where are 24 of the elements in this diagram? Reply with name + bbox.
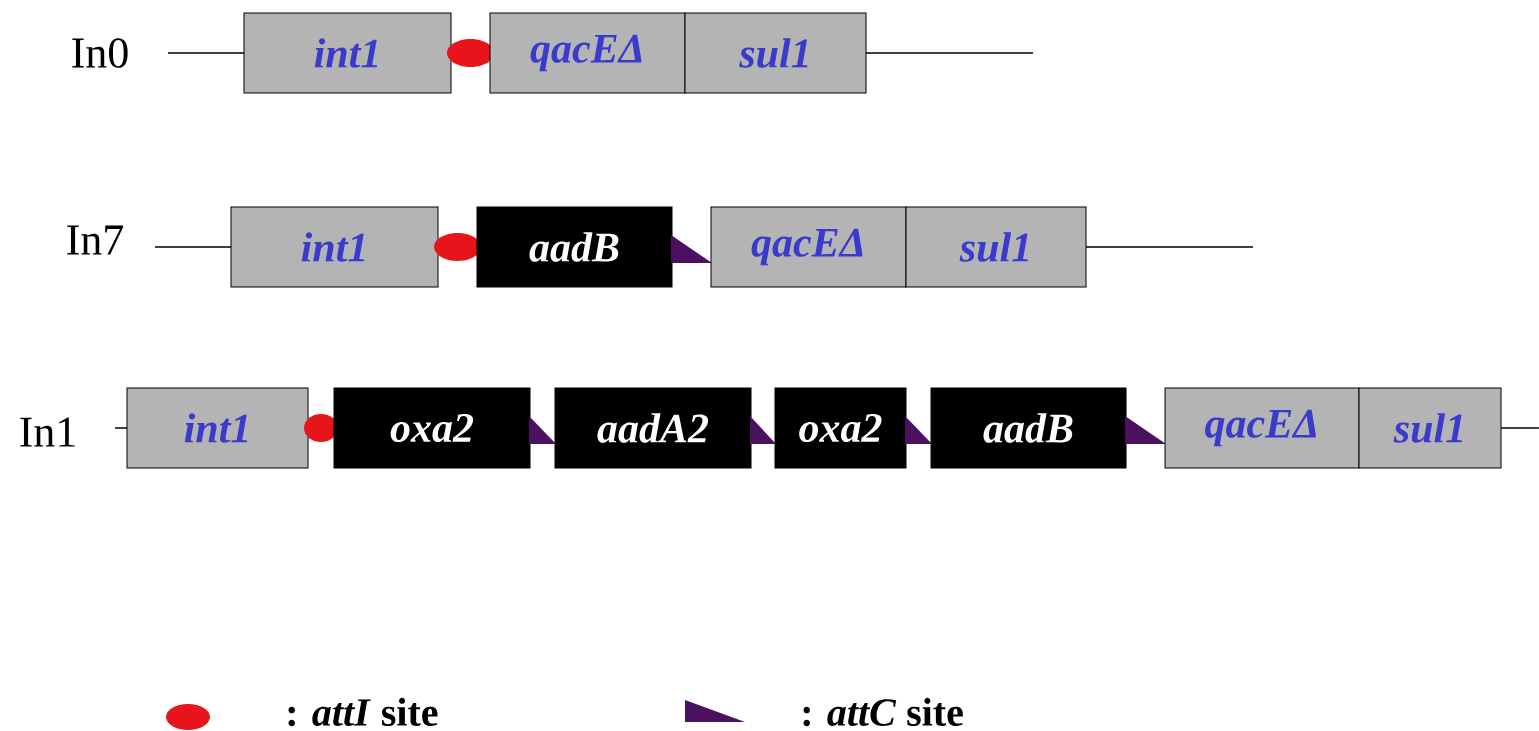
triangle-symbol [529, 416, 556, 444]
gene-box: int1 [243, 12, 452, 94]
row-label: In7 [67, 225, 124, 255]
row-label: In1 [20, 417, 75, 447]
gene-box: qacEΔ [489, 12, 686, 94]
cassette-box: oxa2 [774, 387, 907, 469]
legend-text: : attI site [288, 697, 438, 727]
gene-box: qacEΔ [1164, 387, 1360, 469]
legend-text: : attC site [803, 697, 963, 727]
triangle-symbol [671, 235, 712, 263]
gene-box: int1 [230, 206, 439, 288]
triangle-symbol [1125, 416, 1166, 444]
gene-box: qacEΔ [710, 206, 907, 288]
cassette-box: oxa2 [333, 387, 531, 469]
cassette-box: aadA2 [554, 387, 752, 469]
gene-box: sul1 [684, 12, 867, 94]
triangle-symbol [905, 416, 932, 444]
cassette-box: aadB [476, 206, 673, 288]
cassette-box: aadB [930, 387, 1127, 469]
gene-box: sul1 [905, 206, 1087, 288]
row-label: In0 [72, 38, 128, 68]
gene-box: int1 [126, 387, 309, 469]
triangle-symbol [750, 416, 776, 444]
gene-box: sul1 [1358, 387, 1502, 469]
